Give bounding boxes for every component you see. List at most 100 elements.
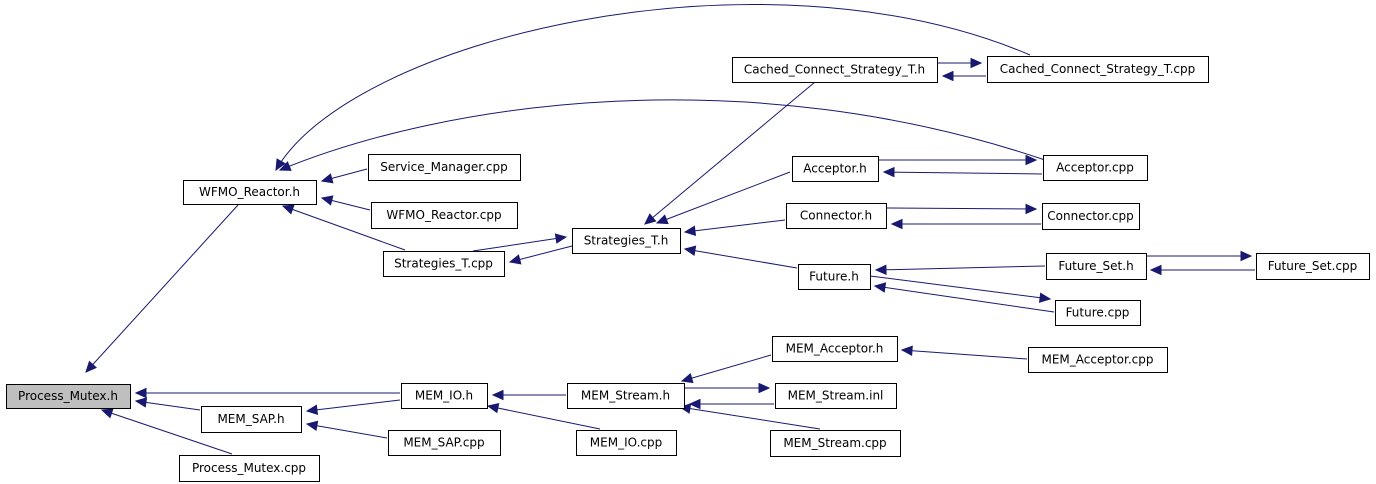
- node-label: Acceptor.cpp: [1056, 161, 1134, 175]
- node-box[interactable]: [772, 336, 898, 362]
- edge-mem_stream_inl-to-mem_stream_h: [688, 398, 774, 410]
- node-mem-acceptor-cpp[interactable]: MEM_Acceptor.cpp: [1028, 347, 1168, 373]
- edge-mem_sap_cpp-to-mem_sap_h: [305, 420, 388, 439]
- node-box[interactable]: [987, 56, 1209, 83]
- node-box[interactable]: [6, 384, 131, 409]
- node-wfmo-reactor-h[interactable]: WFMO_Reactor.h: [183, 180, 317, 205]
- node-connector-cpp[interactable]: Connector.cpp: [1042, 203, 1140, 230]
- node-mem-io-cpp[interactable]: MEM_IO.cpp: [576, 430, 677, 456]
- edge-wfmo_reactor_h-to-process_mutex_h: [85, 204, 239, 373]
- node-box[interactable]: [179, 455, 320, 482]
- edge-line: [681, 354, 772, 382]
- arrowhead: [970, 57, 983, 69]
- arrowhead: [554, 233, 568, 244]
- edge-cached_connect_strategy_t_cpp-to-cached_connect_strategy_t_h: [941, 70, 986, 82]
- edge-mem_io_h-to-process_mutex_h: [134, 387, 400, 399]
- edge-strategies_t_cpp-to-strategies_t_h: [472, 233, 568, 252]
- node-wfmo-reactor-cpp[interactable]: WFMO_Reactor.cpp: [371, 202, 518, 229]
- node-mem-io-h[interactable]: MEM_IO.h: [401, 383, 488, 409]
- node-label: MEM_SAP.cpp: [403, 436, 484, 450]
- edge-future_set_h-to-future_h: [874, 264, 1046, 276]
- node-mem-stream-h[interactable]: MEM_Stream.h: [567, 383, 685, 409]
- node-future-h[interactable]: Future.h: [798, 264, 871, 290]
- node-future-cpp[interactable]: Future.cpp: [1055, 300, 1141, 326]
- arrowhead: [1025, 203, 1038, 215]
- node-mem-stream-inl[interactable]: MEM_Stream.inl: [775, 383, 897, 409]
- arrowhead: [305, 404, 319, 416]
- edge-mem_acceptor_cpp-to-mem_acceptor_h: [900, 345, 1028, 360]
- node-acceptor-h[interactable]: Acceptor.h: [792, 156, 879, 182]
- edge-line: [306, 399, 401, 412]
- node-box[interactable]: [798, 264, 871, 290]
- edges-layer: [85, 4, 1255, 455]
- node-future-set-cpp[interactable]: Future_Set.cpp: [1256, 253, 1370, 280]
- node-box[interactable]: [732, 57, 938, 83]
- arrowhead: [758, 382, 771, 394]
- node-box[interactable]: [1256, 253, 1370, 280]
- edge-cached_connect_strategy_t_h-to-strategies_t_h: [644, 81, 816, 225]
- edge-line: [874, 285, 1055, 313]
- node-label: MEM_SAP.h: [217, 412, 284, 426]
- node-mem-stream-cpp[interactable]: MEM_Stream.cpp: [770, 430, 901, 457]
- node-strategies-t-h[interactable]: Strategies_T.h: [572, 228, 681, 254]
- arrowhead: [1149, 264, 1162, 276]
- node-service-manager-cpp[interactable]: Service_Manager.cpp: [368, 154, 521, 181]
- edge-future_set_h-to-future_set_cpp: [1146, 250, 1253, 262]
- node-acceptor-cpp[interactable]: Acceptor.cpp: [1043, 155, 1148, 181]
- node-label: Cached_Connect_Strategy_T.cpp: [1000, 62, 1196, 76]
- node-box[interactable]: [567, 383, 685, 409]
- node-label: MEM_Stream.inl: [788, 389, 884, 403]
- node-box[interactable]: [1046, 253, 1147, 280]
- edge-mem_stream_h-to-mem_stream_inl: [684, 382, 771, 394]
- edge-mem_acceptor_h-to-mem_stream_h: [680, 354, 772, 384]
- edge-line: [279, 99, 1046, 171]
- edge-acceptor_cpp-to-wfmo_reactor_h: [278, 99, 1046, 171]
- node-mem-acceptor-h[interactable]: MEM_Acceptor.h: [772, 336, 898, 362]
- arrowhead: [688, 398, 701, 410]
- node-cached-connect-strategy-t-cpp[interactable]: Cached_Connect_Strategy_T.cpp: [987, 56, 1209, 83]
- node-future-set-h[interactable]: Future_Set.h: [1046, 253, 1147, 280]
- node-box[interactable]: [792, 156, 879, 182]
- edge-line: [901, 349, 1028, 360]
- arrowhead: [508, 254, 522, 265]
- node-box[interactable]: [1042, 203, 1140, 230]
- node-box[interactable]: [1043, 155, 1148, 181]
- arrowhead: [134, 397, 148, 408]
- arrowhead: [874, 264, 887, 276]
- node-mem-sap-h[interactable]: MEM_SAP.h: [201, 406, 302, 433]
- node-label: MEM_Acceptor.cpp: [1041, 353, 1153, 367]
- node-label: Cached_Connect_Strategy_T.h: [744, 63, 925, 77]
- edge-line: [306, 423, 388, 439]
- node-box[interactable]: [786, 203, 887, 229]
- node-box[interactable]: [1055, 300, 1141, 326]
- arrowhead: [486, 402, 500, 414]
- node-box[interactable]: [775, 383, 897, 409]
- node-label: MEM_IO.h: [415, 389, 473, 403]
- node-box[interactable]: [388, 430, 501, 456]
- node-box[interactable]: [576, 430, 677, 456]
- node-box[interactable]: [401, 383, 488, 409]
- node-cached-connect-strategy-t-h[interactable]: Cached_Connect_Strategy_T.h: [732, 57, 938, 83]
- edge-line: [85, 204, 239, 373]
- node-box[interactable]: [383, 251, 505, 277]
- node-box[interactable]: [371, 202, 518, 229]
- node-process-mutex-h[interactable]: Process_Mutex.h: [6, 384, 131, 409]
- node-box[interactable]: [183, 180, 317, 205]
- edge-future_h-to-future_cpp: [869, 275, 1052, 303]
- node-box[interactable]: [368, 154, 521, 181]
- node-box[interactable]: [201, 406, 302, 433]
- node-label: Connector.h: [800, 209, 872, 223]
- node-process-mutex-cpp[interactable]: Process_Mutex.cpp: [179, 455, 320, 482]
- node-connector-h[interactable]: Connector.h: [786, 203, 887, 229]
- node-box[interactable]: [572, 228, 681, 254]
- edge-line: [869, 275, 1051, 300]
- arrowhead: [655, 214, 669, 225]
- node-box[interactable]: [1028, 347, 1168, 373]
- node-label: MEM_Stream.h: [581, 389, 670, 403]
- edge-mem_io_cpp-to-mem_io_h: [486, 402, 601, 430]
- node-strategies-t-cpp[interactable]: Strategies_T.cpp: [383, 251, 505, 277]
- edge-wfmo_reactor_cpp-to-wfmo_reactor_h: [320, 195, 371, 211]
- edge-connector_cpp-to-connector_h: [890, 218, 1041, 230]
- node-box[interactable]: [770, 430, 901, 457]
- node-mem-sap-cpp[interactable]: MEM_SAP.cpp: [388, 430, 501, 456]
